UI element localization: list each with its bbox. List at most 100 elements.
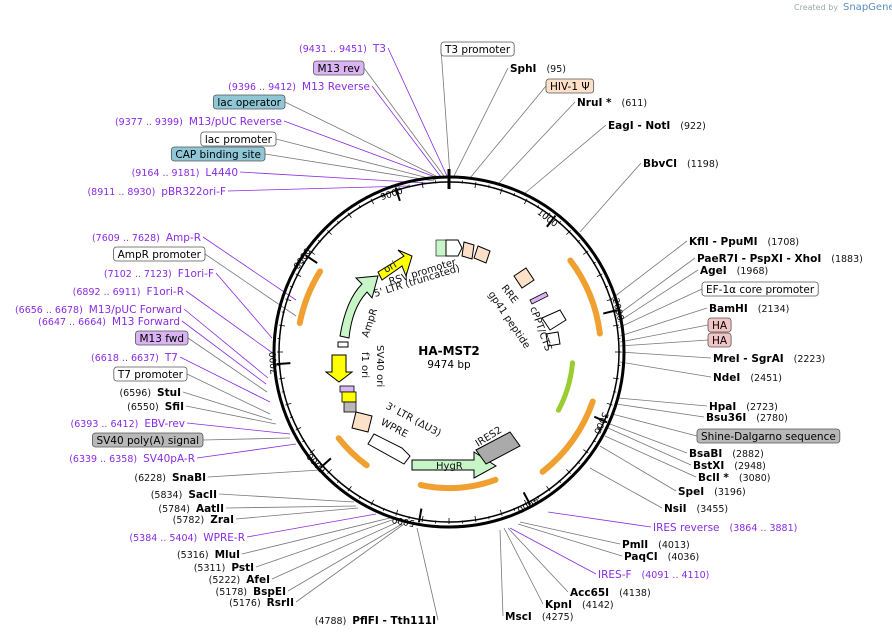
feature-label-box[interactable] [113,366,188,382]
feature-label-box[interactable] [212,94,286,110]
feature-label-box[interactable] [707,332,732,348]
feature-label-box[interactable] [135,330,189,346]
feature-label[interactable]: M13 rev [317,63,360,75]
enzyme-label[interactable]: SnaBI [172,472,206,484]
primer-label[interactable]: IRES reverse [653,522,720,534]
feature-label-box[interactable] [545,78,595,94]
enzyme-label[interactable]: AfeI [246,574,270,586]
enzyme-label[interactable]: PaqCI [624,551,658,563]
enzyme-label[interactable]: BbvCI [643,158,677,170]
enzyme-label[interactable]: PstI [231,562,254,574]
enzyme-label[interactable]: MluI [215,549,240,561]
ltr5-feature[interactable] [461,241,475,260]
sv40-polya-feature[interactable] [343,401,357,413]
enzyme-label[interactable]: PmlI [622,539,648,551]
orf-arc-6[interactable] [296,268,324,326]
sv40-promoter-feature[interactable] [339,385,355,393]
feature-label-box[interactable] [701,281,819,297]
lac-region-feature[interactable] [435,239,447,257]
feature-label[interactable]: M13 fwd [139,333,184,345]
enzyme-label[interactable]: Acc65I [570,587,609,599]
primer-label[interactable]: T7 [164,352,178,364]
feature-label[interactable]: EF-1α core promoter [706,284,815,296]
wpre-feature[interactable] [367,433,411,465]
primer-label[interactable]: F1ori-R [147,286,184,298]
ltr3-feature[interactable] [351,411,373,433]
primer-label[interactable]: M13/pUC Forward [89,304,182,316]
feature-label[interactable]: HA [712,320,728,332]
feature-label-box[interactable] [200,131,277,147]
enzyme-label[interactable]: PflFI - Tth111I [352,615,436,627]
feature-label-box[interactable] [440,41,515,57]
feature-label[interactable]: lac operator [217,97,281,109]
feature-label-box[interactable] [313,60,365,76]
gp41-feature[interactable] [529,291,549,305]
sv40-ori-feature[interactable] [341,391,357,403]
feature-label[interactable]: T7 promoter [117,369,184,381]
feature-label[interactable]: SV40 poly(A) signal [96,435,199,447]
feature-label[interactable]: CAP binding site [175,149,261,161]
feature-label-box[interactable] [707,317,732,333]
primer-label[interactable]: M13 Forward [112,316,180,328]
enzyme-label[interactable]: AgeI [700,265,727,277]
primer-label[interactable]: F1ori-F [178,268,214,280]
enzyme-label[interactable]: EagI - NotI [608,120,670,132]
enzyme-label[interactable]: NsiI [664,503,687,515]
feature-label[interactable]: HA [712,335,728,347]
enzyme-label[interactable]: SphI [510,63,536,75]
feature-label[interactable]: Shine-Dalgarno sequence [701,431,836,443]
enzyme-label[interactable]: KpnI [545,599,572,611]
enzyme-label[interactable]: NruI * [577,97,612,109]
primer-label[interactable]: WPRE-R [203,532,245,544]
enzyme-label[interactable]: PaeR7I - PspXI - XhoI [697,253,821,265]
enzyme-label[interactable]: Bsu36I [706,412,746,424]
primer-label[interactable]: pBR322ori-F [161,186,226,198]
ori-feature[interactable] [377,249,413,281]
feature-label[interactable]: lac promoter [205,134,273,146]
enzyme-label[interactable]: AatII [196,503,224,515]
enzyme-label[interactable]: StuI [157,387,181,399]
primer-label[interactable]: L4440 [205,167,238,179]
feature-label[interactable]: AmpR promoter [118,249,202,261]
enzyme-label[interactable]: SfiI [165,401,184,413]
cppt-marker-feature[interactable] [545,331,561,347]
primer-label[interactable]: SV40pA-R [143,453,195,465]
ampr-promoter-feature[interactable] [337,341,349,348]
enzyme-label[interactable]: NdeI [713,372,740,384]
enzyme-label[interactable]: MreI - SgrAI [713,353,784,365]
hygr-feature[interactable] [411,451,497,479]
rre-feature[interactable] [513,267,535,289]
primer-label[interactable]: M13 Reverse [302,81,370,93]
orf-arc-4[interactable] [417,476,499,491]
feature-label-box[interactable] [696,428,841,444]
primer-label[interactable]: Amp-R [166,232,201,244]
enzyme-label[interactable]: MscI [505,611,532,623]
enzyme-label[interactable]: SacII [188,489,217,501]
enzyme-label[interactable]: HpaI [709,401,736,413]
orf-arc-3[interactable] [555,360,576,413]
ampr-feature[interactable] [339,275,379,339]
primer-label[interactable]: T3 [372,43,386,55]
primer-label[interactable]: M13/pUC Reverse [189,116,282,128]
hiv-psi-feature[interactable] [473,245,491,264]
orf-arc-5[interactable] [335,435,370,469]
feature-label-box[interactable] [170,146,266,162]
enzyme-label[interactable]: BamHI [709,303,748,315]
enzyme-label[interactable]: RsrII [267,597,294,609]
enzyme-label[interactable]: BspEI [253,586,286,598]
ires2-feature[interactable] [475,431,521,465]
enzyme-label[interactable]: KflI - PpuMI [689,236,758,248]
enzyme-label[interactable]: BclI * [698,472,729,484]
feature-label[interactable]: T3 promoter [444,44,511,56]
feature-label-box[interactable] [113,246,206,262]
f1-ori-feature[interactable] [324,354,354,383]
enzyme-label[interactable]: SpeI [678,486,704,498]
feature-label[interactable]: HIV-1 Ψ [550,81,590,93]
primer-label[interactable]: EBV-rev [144,418,185,430]
enzyme-label[interactable]: BsaBI [689,448,722,460]
orf-arc-1[interactable] [567,257,603,337]
orf-arc-2[interactable] [539,398,596,475]
cppt-feature[interactable] [541,309,567,331]
rsv-promoter-feature[interactable] [445,239,463,257]
feature-label-box[interactable] [92,432,204,448]
